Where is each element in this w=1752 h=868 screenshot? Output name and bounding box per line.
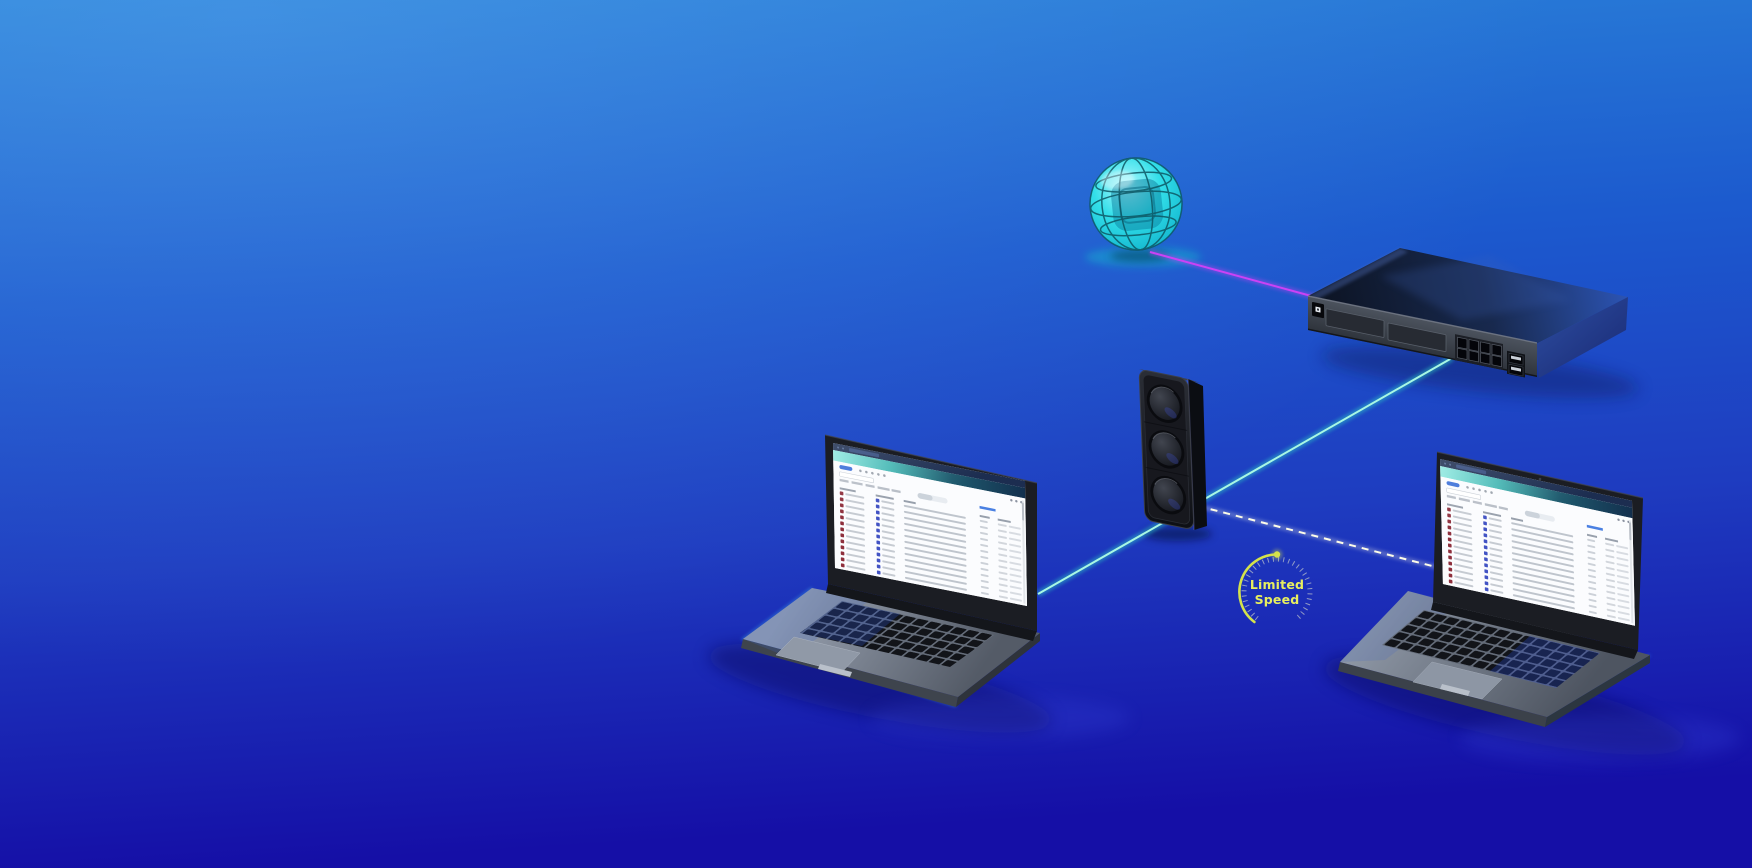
laptop-right-lid-edge [1436,451,1644,499]
traffic-light-shadow [1144,527,1212,541]
laptop-right-base-right-edge [1545,655,1650,727]
network-links [1036,249,1454,598]
laptop-right-hinge [1431,602,1638,659]
rj45-port [1491,354,1502,368]
laptop-right-trackpad [1412,661,1503,700]
laptop-left-base-right-edge [956,633,1040,707]
lens-sheen [1166,453,1179,465]
traffic-light-lens-bottom [1150,475,1187,515]
laptop-right-front-notch [1440,684,1470,696]
globe-highlight [1100,170,1135,189]
gateway-front-face [1308,295,1537,378]
traffic-light [1138,369,1207,531]
rj45-port [1491,343,1502,357]
gateway-top-edge-sheen [1308,248,1408,300]
laptop-left-keyboard-reflection [800,601,900,646]
gauge-label-line1: Limited [1250,577,1304,592]
internet-globe [1089,157,1183,251]
ethernet-ports [1455,334,1503,370]
drive-bay [1387,322,1447,353]
rj45-port [1457,347,1468,361]
gateway-front-top-edge [1308,295,1537,344]
gateway-top-reflection [1380,256,1572,320]
limited-link-line [1197,505,1441,569]
rj45-port [1468,350,1479,363]
traffic-light-body [1138,370,1195,529]
lens-highlight [1154,478,1178,485]
laptop-left-keyboard [800,601,994,667]
speed-gauge: Limited Speed [1238,549,1313,624]
panel-divider [1143,421,1188,432]
sfp-tab [1511,355,1521,361]
gateway-device [1308,248,1628,378]
globe-wireframe [1089,157,1183,251]
drive-bay [1325,308,1385,338]
power-button-dot [1317,308,1319,311]
lens-sheen [1168,498,1181,510]
laptop-left-reflection [870,696,1130,740]
lens-highlight [1150,386,1174,394]
lens-sheen [1164,407,1177,419]
laptop-left-front-notch [818,664,852,677]
traffic-light-lens-middle [1148,430,1185,469]
gauge-label-line2: Speed [1255,592,1300,607]
gauge-arc [1238,553,1279,624]
wan-link-line [1149,251,1327,301]
rj45-port [1468,339,1479,352]
laptop-right-base-front-edge [1338,662,1547,727]
gauge-needle-dot [1273,551,1281,558]
laptop-left-hinge [826,584,1037,641]
laptop-left [740,434,1040,707]
laptop-right-keyboard-reflection [1490,636,1600,688]
traffic-light-lens-top [1146,384,1183,423]
laptop-right [1338,451,1651,727]
laptop-right-reflection [1460,714,1740,762]
sfp-ports [1507,350,1525,378]
laptop-left-lid-edge [824,434,1038,484]
full-speed-link-line [1037,357,1453,595]
lens-highlight [1152,432,1176,440]
rj45-port [1480,352,1491,365]
laptop-right-keyboard [1382,610,1600,688]
gateway-shadow [1320,346,1640,398]
webcam-icon [1538,477,1542,481]
laptop-right-deck-blue-tint [1340,591,1460,662]
panel-divider [1145,466,1190,477]
sfp-tab [1511,366,1521,372]
rj45-port [1457,336,1468,350]
rj45-port [1480,341,1491,355]
gateway-right-face [1536,297,1628,378]
